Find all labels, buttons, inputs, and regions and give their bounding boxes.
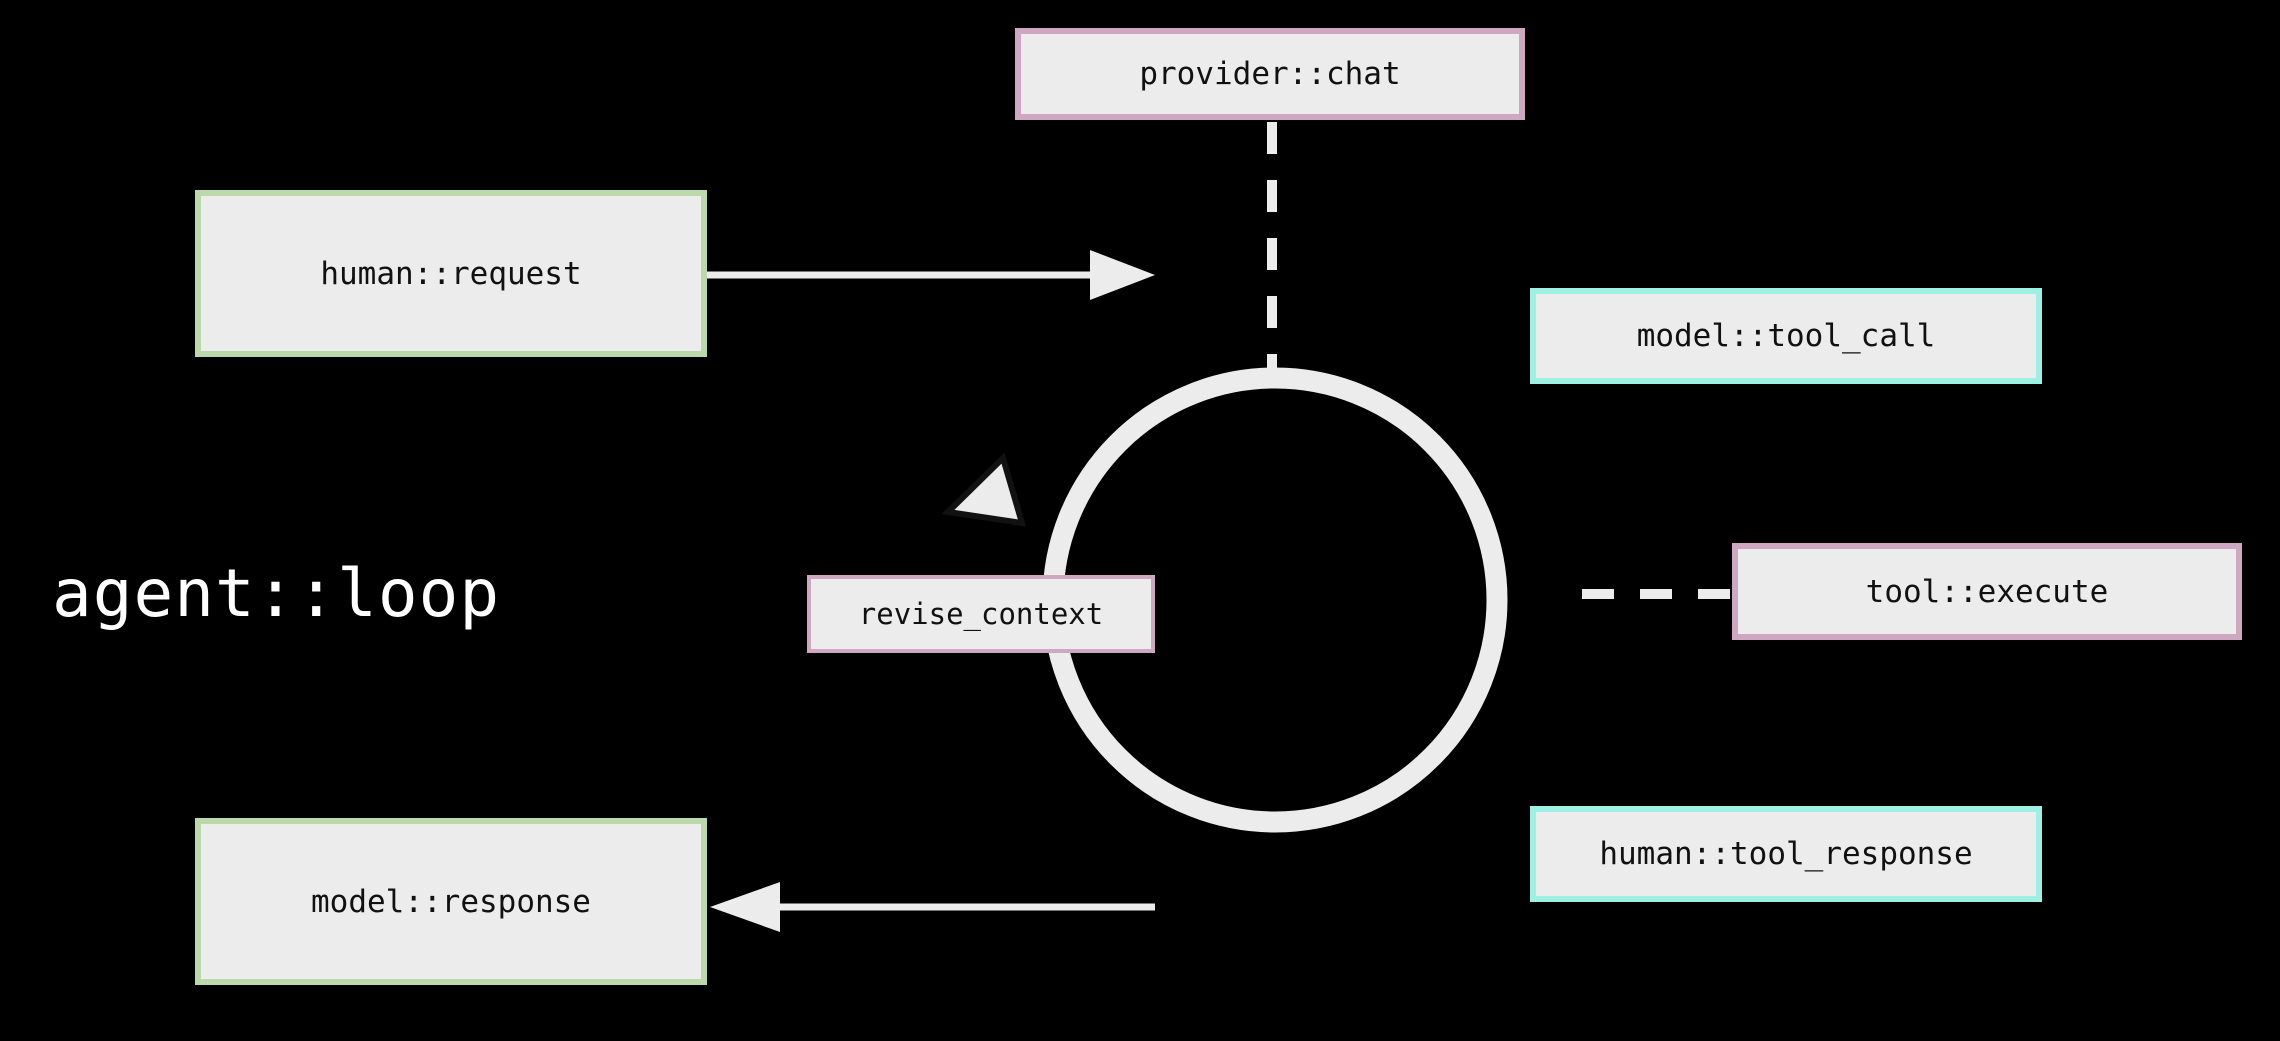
- page-title: agent::loop: [52, 555, 501, 632]
- node-human-tool-response[interactable]: human::tool_response: [1530, 806, 2042, 902]
- node-tool-execute-label: tool::execute: [1865, 573, 2109, 610]
- node-human-request[interactable]: human::request: [195, 190, 707, 357]
- node-model-tool-call-label: model::tool_call: [1636, 318, 1936, 354]
- node-human-tool-response-label: human::tool_response: [1599, 836, 1973, 872]
- node-model-tool-call[interactable]: model::tool_call: [1530, 288, 2042, 384]
- node-human-request-label: human::request: [320, 255, 582, 292]
- node-revise-context[interactable]: revise_context: [807, 575, 1155, 653]
- node-provider-chat[interactable]: provider::chat: [1015, 28, 1525, 120]
- edge-request-to-loop: [707, 250, 1155, 300]
- node-provider-chat-label: provider::chat: [1139, 56, 1401, 92]
- node-model-response-label: model::response: [311, 883, 591, 920]
- edge-loop-to-response: [710, 882, 1155, 932]
- node-model-response[interactable]: model::response: [195, 818, 707, 985]
- node-tool-execute[interactable]: tool::execute: [1732, 543, 2242, 640]
- node-revise-context-label: revise_context: [858, 597, 1104, 631]
- loop-cycle-arrowhead: [941, 452, 1027, 527]
